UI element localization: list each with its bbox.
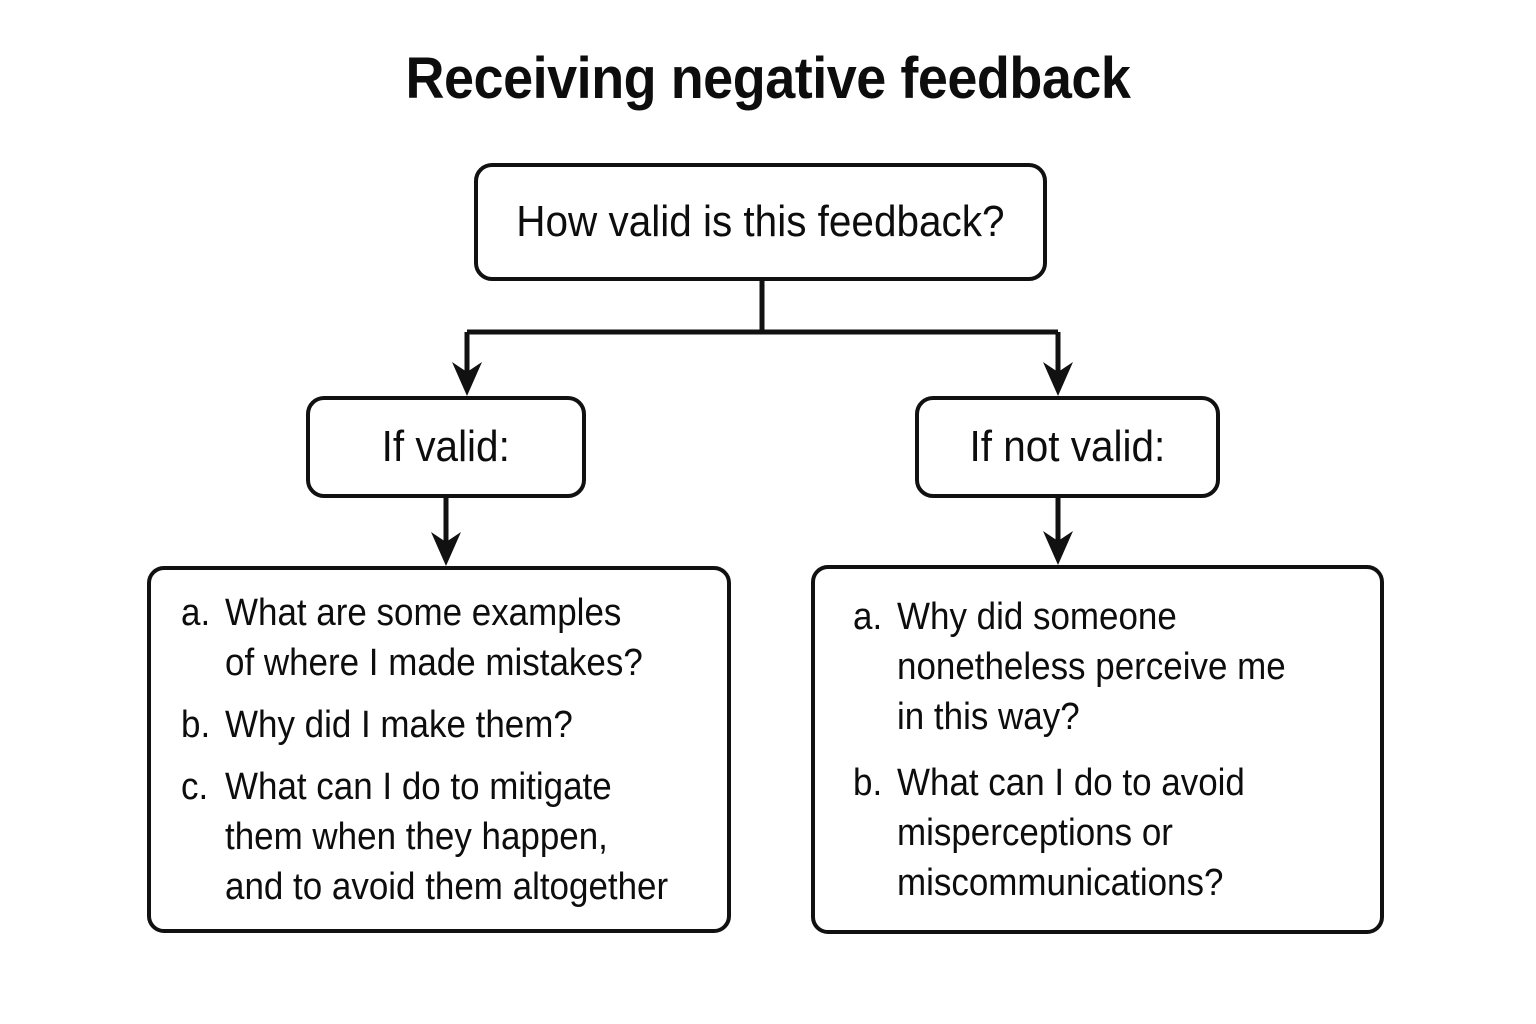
node-root-question[interactable]: How valid is this feedback? — [474, 163, 1047, 281]
connector-split-to-not-valid-arrowhead — [1043, 362, 1073, 396]
node-branch-if-not-valid[interactable]: If not valid: — [915, 396, 1220, 498]
list-item: b. Why did I make them? — [181, 700, 719, 750]
node-branch-if-not-valid-label: If not valid: — [969, 422, 1166, 471]
list-item-marker: c. — [181, 765, 209, 808]
connector-split-to-valid-arrowhead — [452, 362, 482, 396]
list-item-text: What can I do to mitigate them when they… — [225, 765, 669, 908]
list-item-marker: b. — [181, 703, 211, 746]
not-valid-actions-list: a. Why did someone nonetheless perceive … — [815, 569, 1380, 930]
node-branch-if-valid-label: If valid: — [381, 422, 511, 471]
node-root-question-label: How valid is this feedback? — [516, 197, 1005, 246]
list-item-text: What are some examples of where I made m… — [225, 591, 643, 684]
list-item-marker: a. — [853, 595, 883, 638]
node-branch-if-valid[interactable]: If valid: — [306, 396, 586, 498]
node-not-valid-actions[interactable]: a. Why did someone nonetheless perceive … — [811, 565, 1384, 934]
list-item-text: What can I do to avoid misperceptions or… — [897, 761, 1245, 904]
list-item: b. What can I do to avoid misperceptions… — [853, 758, 1372, 908]
list-item-text: Why did someone nonetheless perceive me … — [897, 595, 1286, 738]
list-item-marker: a. — [181, 591, 211, 634]
list-item: c. What can I do to mitigate them when t… — [181, 762, 719, 912]
connector-not-valid-to-actions-arrowhead — [1043, 531, 1073, 565]
list-item-marker: b. — [853, 761, 883, 804]
valid-actions-list: a. What are some examples of where I mad… — [151, 570, 727, 929]
list-item-text: Why did I make them? — [225, 703, 573, 746]
node-valid-actions[interactable]: a. What are some examples of where I mad… — [147, 566, 731, 933]
page-title: Receiving negative feedback — [405, 46, 1131, 111]
connector-valid-to-actions-arrowhead — [431, 532, 461, 566]
list-item: a. What are some examples of where I mad… — [181, 588, 719, 688]
list-item: a. Why did someone nonetheless perceive … — [853, 592, 1372, 742]
